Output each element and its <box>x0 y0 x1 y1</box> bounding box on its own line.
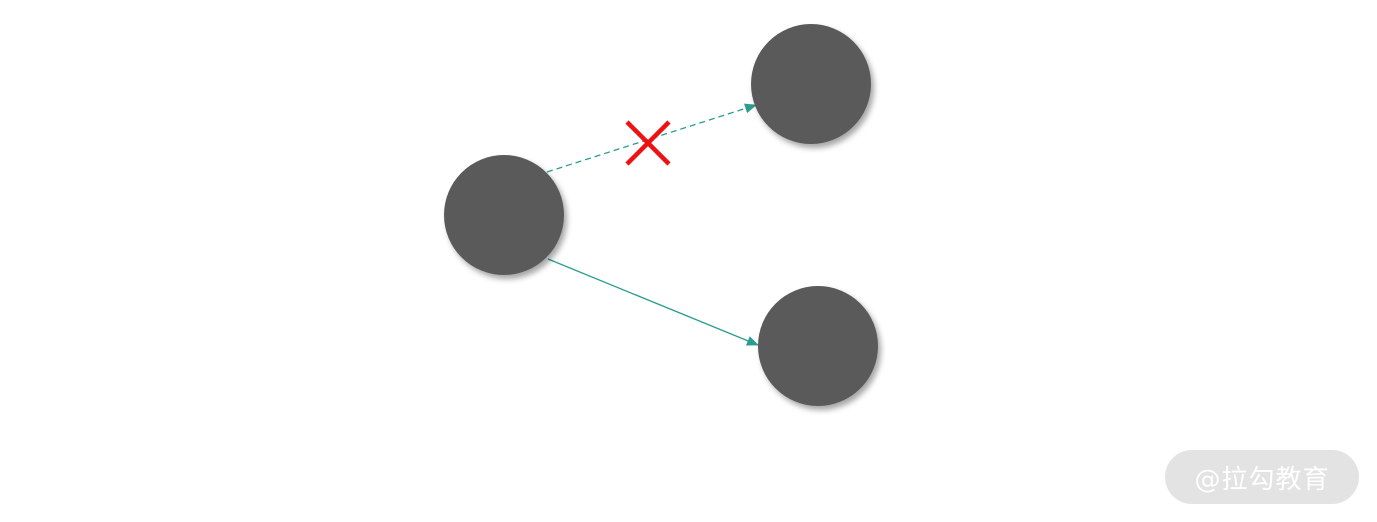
watermark-text: @拉勾教育 <box>1194 464 1330 495</box>
node-target-top <box>751 24 871 144</box>
edge-dashed-source-to-top <box>546 103 757 173</box>
node-target-bottom <box>758 286 878 406</box>
node-source <box>444 155 564 275</box>
cross-icon <box>625 120 671 166</box>
watermark-badge: @拉勾教育 <box>1165 450 1359 504</box>
edge-solid-source-to-bottom <box>547 258 759 346</box>
